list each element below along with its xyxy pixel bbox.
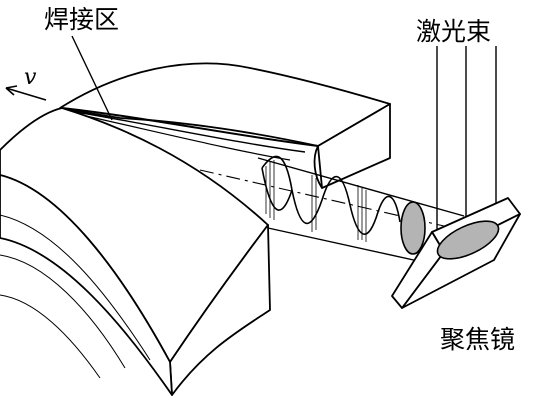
lower-workpiece [0, 107, 271, 396]
weld-zone-label: 焊接区 [44, 5, 119, 34]
weld-zone-leader [71, 35, 113, 121]
mirror-reflective-surface [436, 220, 500, 260]
upper-workpiece [59, 62, 391, 189]
velocity-arrow [5, 85, 47, 101]
focusing-mirror-label: 聚焦镜 [440, 325, 515, 354]
beam-focus-spot [400, 201, 426, 255]
weld-seam [61, 107, 319, 161]
helix-hatching [265, 160, 367, 242]
laser-beam-label: 激光束 [416, 17, 491, 46]
laser-beam-lines [436, 46, 497, 250]
velocity-label: v [24, 65, 37, 90]
roll-surface-hatching [0, 214, 151, 379]
